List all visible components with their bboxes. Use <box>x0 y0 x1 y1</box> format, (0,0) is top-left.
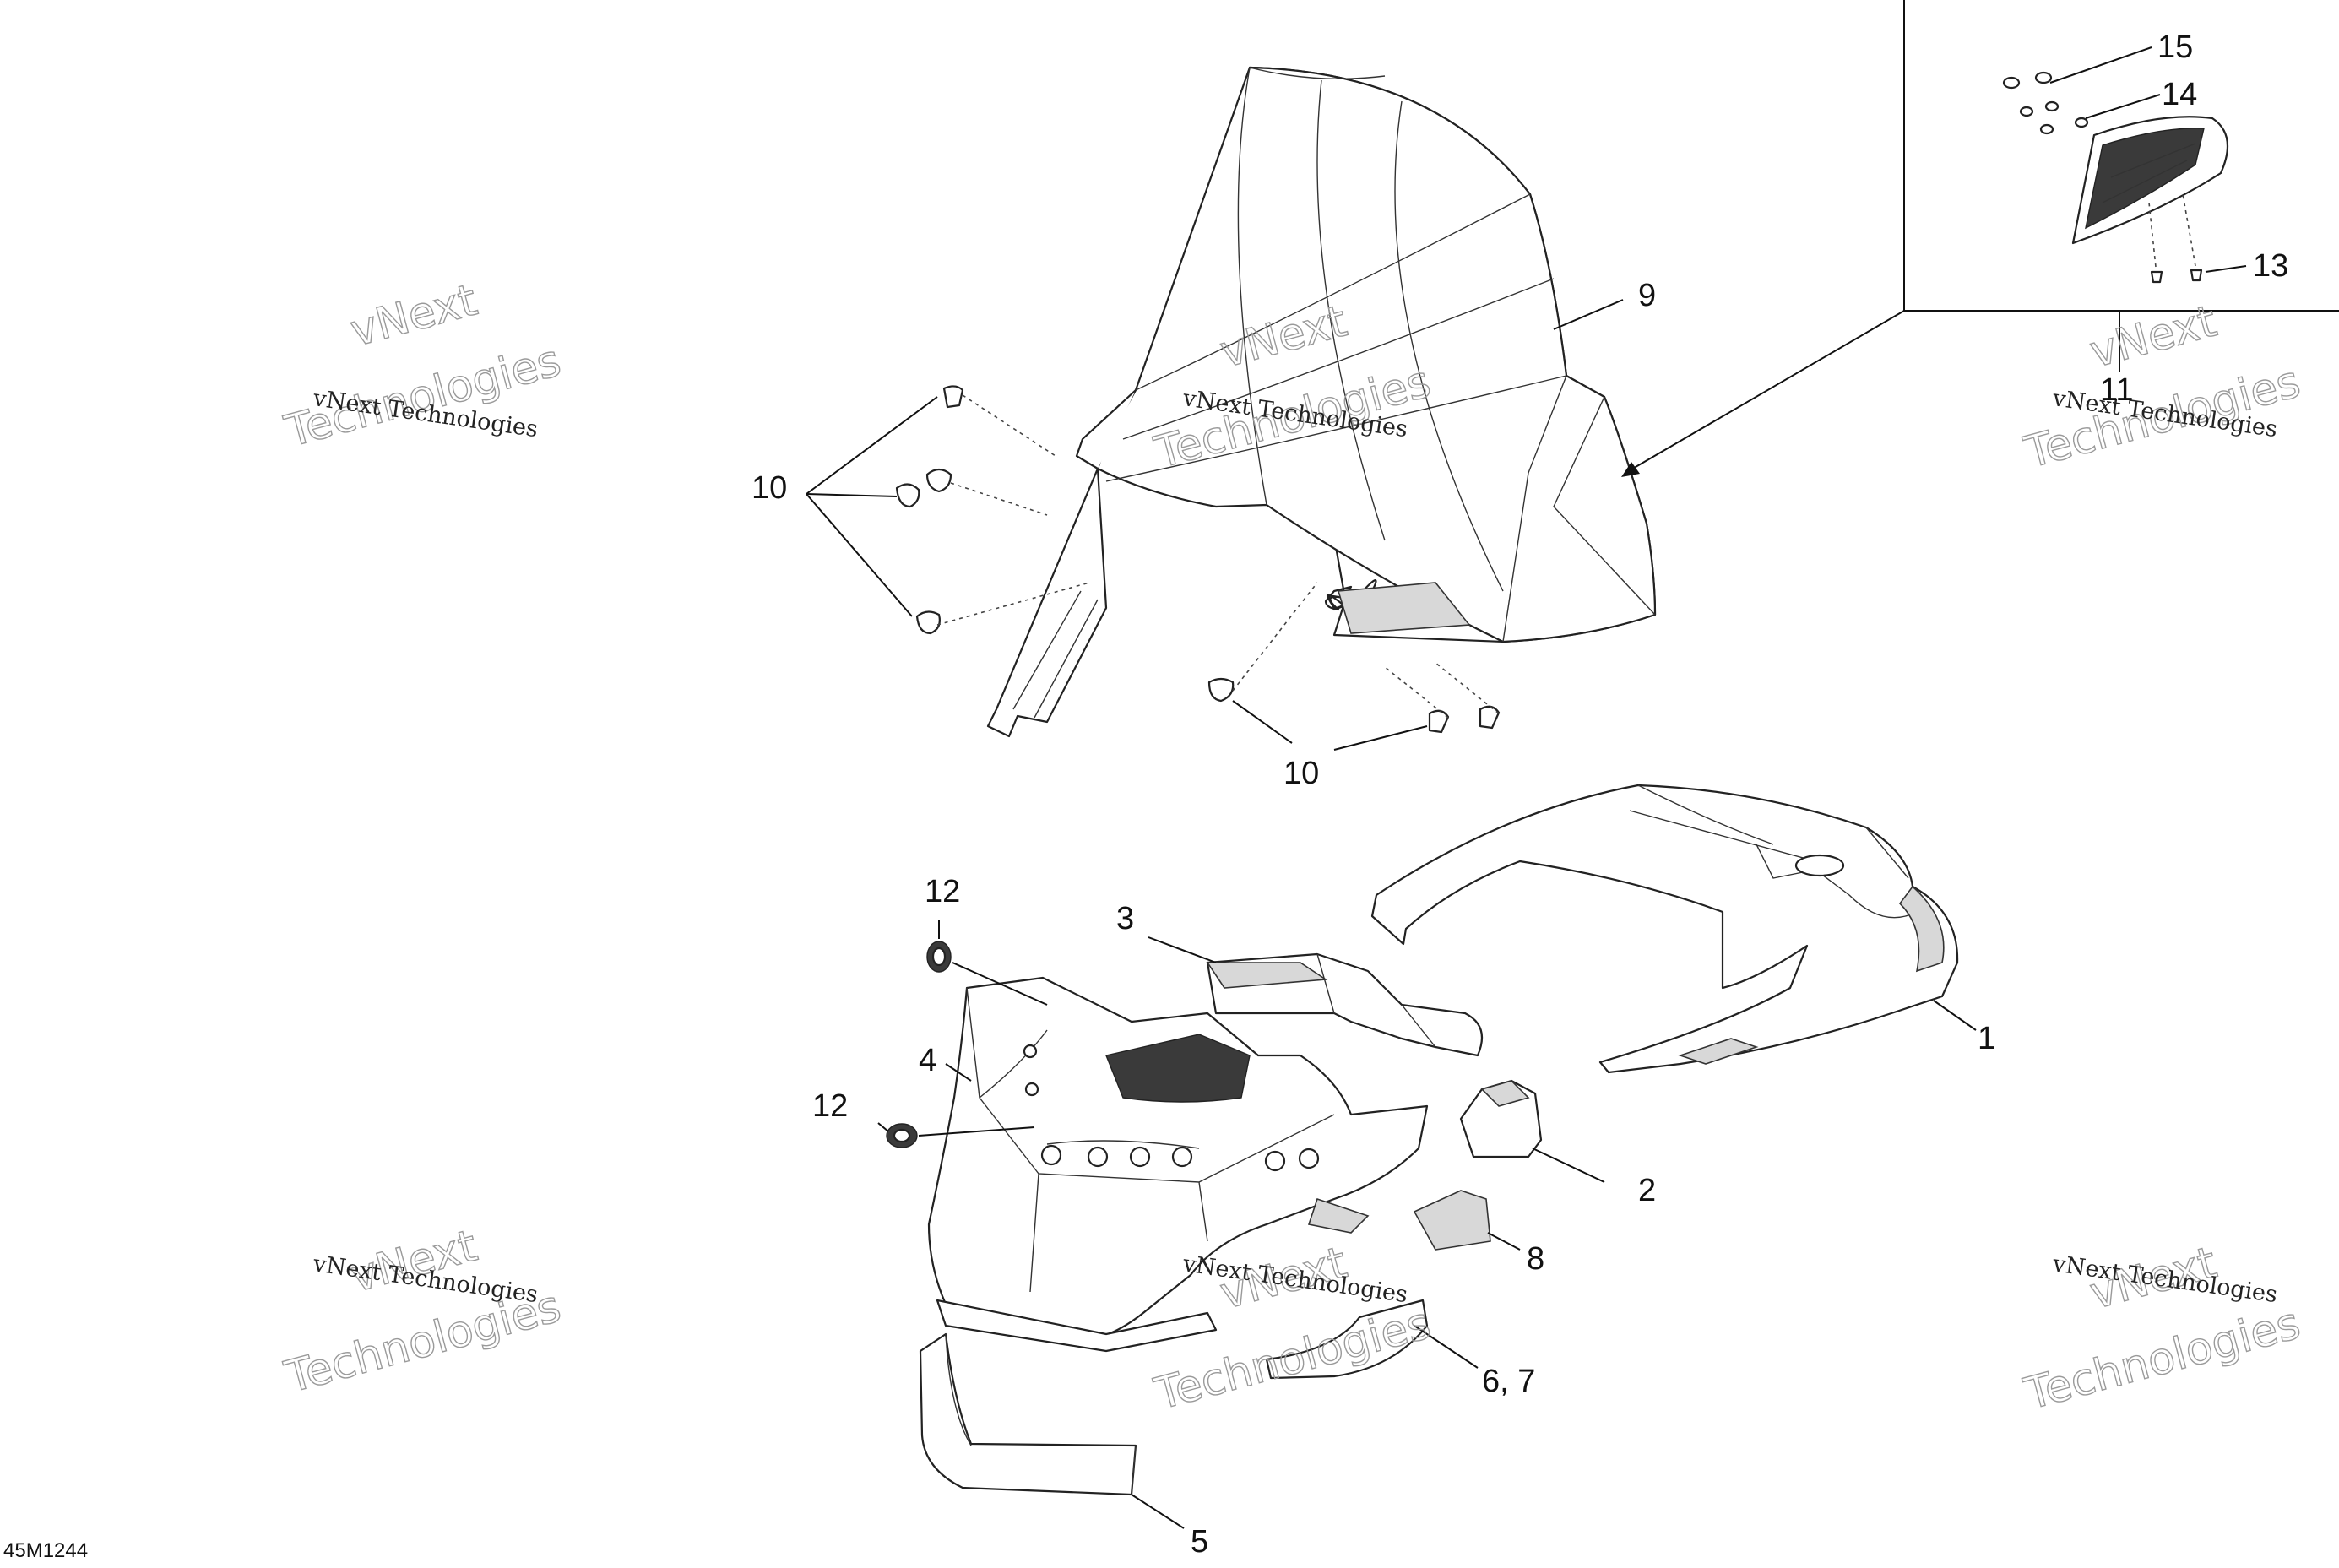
svg-text:Technologies: Technologies <box>2019 1298 2305 1420</box>
strip-part-6-7 <box>1265 1299 1479 1380</box>
watermark-br: vNext Technologies <box>2018 1237 2306 1421</box>
reference-arrow <box>1621 310 1905 477</box>
svg-text:vNext: vNext <box>2085 296 2222 378</box>
block-part-2 <box>1459 1079 1605 1183</box>
pad-part-8 <box>1413 1190 1521 1251</box>
duct-part-3 <box>1148 936 1484 1057</box>
inset-hardware <box>2002 71 2203 284</box>
bumper-piece-part-5 <box>919 1332 1185 1529</box>
callout-10-lower: 10 <box>1283 756 1319 791</box>
callout-10-upper: 10 <box>752 470 787 506</box>
callout-4: 4 <box>919 1043 936 1078</box>
inset-detail-box <box>1903 0 2339 372</box>
callout-14: 14 <box>2162 77 2197 112</box>
callout-15: 15 <box>2157 30 2193 65</box>
callout-12-lower: 12 <box>812 1088 848 1124</box>
grommets-part-12 <box>877 920 1048 1148</box>
svg-text:vNext: vNext <box>345 275 482 357</box>
callout-5: 5 <box>1191 1524 1208 1560</box>
callout-9: 9 <box>1638 278 1656 313</box>
callout-12-upper: 12 <box>925 874 960 909</box>
hood-frame-part-4 <box>927 976 1429 1353</box>
callout-11: 11 <box>2100 372 2133 408</box>
plugs-part-10 <box>806 385 1501 751</box>
callout-1: 1 <box>1978 1021 1995 1056</box>
callout-13: 13 <box>2253 248 2288 284</box>
figure-id: 45M1244 <box>3 1539 88 1562</box>
callout-2: 2 <box>1638 1173 1656 1208</box>
watermark-tr: vNext Technologies <box>2018 296 2306 480</box>
callout-3: 3 <box>1116 901 1134 936</box>
callout-8: 8 <box>1527 1241 1544 1277</box>
side-panel-part-1 <box>1370 784 1977 1074</box>
callout-6-7: 6, 7 <box>1482 1364 1535 1399</box>
windshield-part <box>986 66 1657 738</box>
